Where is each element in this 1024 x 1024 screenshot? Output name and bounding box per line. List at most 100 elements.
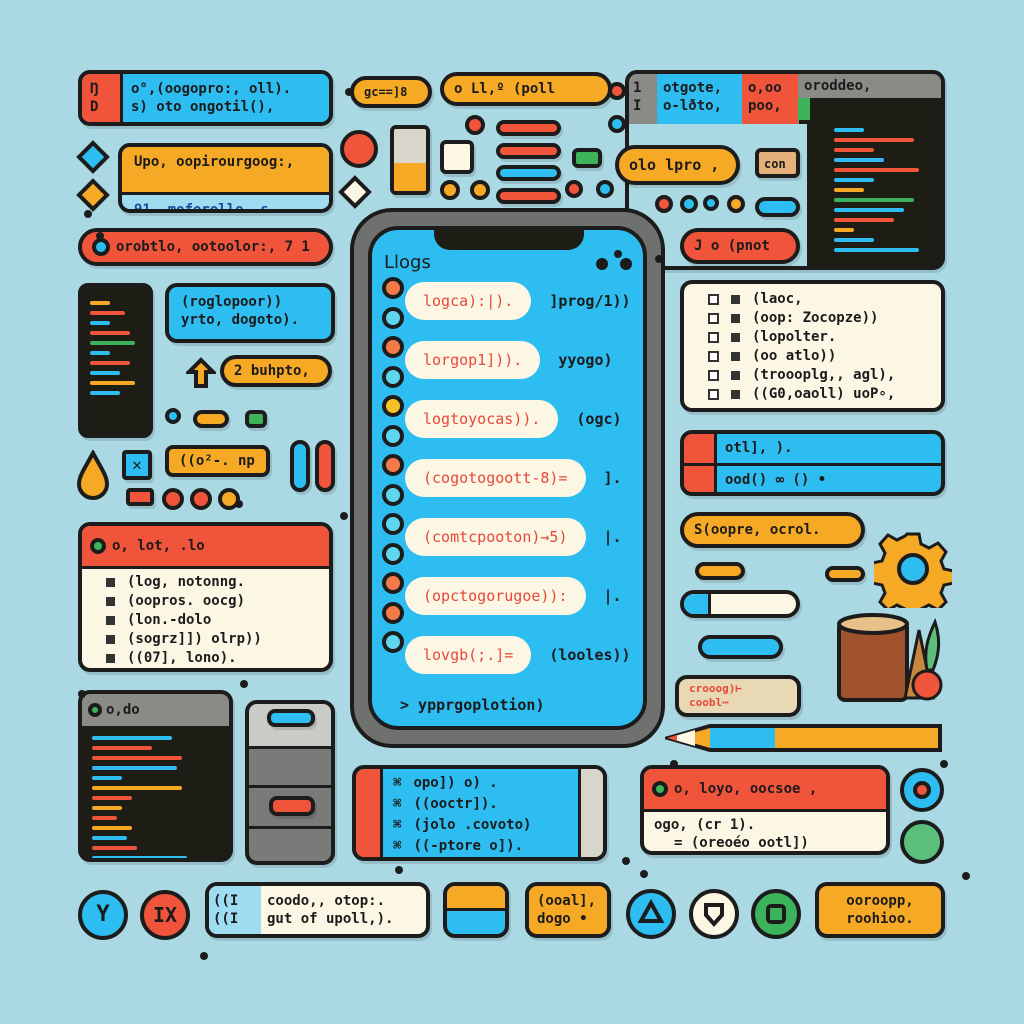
dice-icon: [440, 140, 474, 174]
blue-pill-button[interactable]: [755, 197, 800, 217]
decorative-dot: [614, 250, 622, 258]
status-dot-icon: [92, 238, 110, 256]
checklist-item[interactable]: (oop: Zocopze)): [708, 309, 941, 328]
item-text: ((G0,oaoll) uoP∘,: [752, 386, 896, 402]
checkbox-icon[interactable]: [708, 389, 719, 400]
action-button[interactable]: 2 buhpto,: [220, 355, 332, 387]
checkbox-icon[interactable]: [708, 370, 719, 381]
toggle-switch[interactable]: [572, 148, 602, 168]
tab-blue[interactable]: otgote,o-lðto,: [657, 74, 742, 124]
red-pill-button[interactable]: J o (pnot: [680, 228, 800, 264]
list-item[interactable]: ((07], lono).: [106, 649, 329, 668]
checklist-item[interactable]: ((G0,oaoll) uoP∘,: [708, 385, 941, 404]
list-row[interactable]: otl], ).: [725, 440, 793, 456]
radio-dot[interactable]: [218, 488, 240, 510]
green-button[interactable]: [900, 820, 944, 864]
code-list-box: ⌘opo]) o) .⌘((ooctr]).⌘(jolo .covoto)⌘((…: [352, 765, 607, 861]
bullet-icon: [731, 390, 740, 399]
menu-dot[interactable]: [596, 258, 608, 270]
ix-button[interactable]: IX: [140, 890, 190, 940]
blue-pill-button[interactable]: [698, 635, 783, 659]
info-card: Upo, oopirourgoog:, 91. moforollo, s: [118, 143, 333, 213]
chat-icon: [245, 410, 267, 428]
log-entry[interactable]: logca):|).]prog/1)): [405, 282, 631, 320]
decorative-dot: [395, 866, 403, 874]
checklist-item[interactable]: (troooplg,, agl),: [708, 366, 941, 385]
list-view-icon[interactable]: [443, 882, 509, 938]
tab-label: o,oo: [748, 80, 782, 96]
list-row[interactable]: ood() ∞ () •: [725, 472, 827, 488]
checkbox-icon[interactable]: [708, 294, 719, 305]
toggle-pill[interactable]: gc==]8: [350, 76, 432, 108]
radio-dot[interactable]: [440, 180, 460, 200]
radio-dot[interactable]: [162, 488, 184, 510]
checkbox-icon[interactable]: [708, 351, 719, 362]
list-item[interactable]: (log, notonng.: [106, 573, 329, 592]
pill-button[interactable]: [695, 562, 745, 580]
tag-box[interactable]: ((o²-. np: [165, 445, 270, 477]
vertical-slider[interactable]: [315, 440, 335, 492]
tab-gray[interactable]: oroddeo,: [798, 74, 941, 98]
checkbox-icon[interactable]: [708, 332, 719, 343]
list-item[interactable]: (lon.-dolo: [106, 611, 329, 630]
record-button[interactable]: [900, 768, 944, 812]
pill-button[interactable]: [825, 566, 865, 582]
list-item[interactable]: (oopros. oocg): [106, 592, 329, 611]
gear-icon[interactable]: [874, 530, 952, 608]
triangle-button-icon[interactable]: [625, 888, 677, 940]
stop-icon[interactable]: [126, 488, 154, 506]
item-text: (sogrz]]) olrp)): [127, 631, 262, 647]
menu-dot[interactable]: [620, 258, 632, 270]
decorative-dot: [670, 760, 678, 768]
timeline-dot: [382, 395, 404, 417]
record-button[interactable]: [340, 130, 378, 168]
list-item[interactable]: ⌘(jolo .covoto): [393, 815, 568, 836]
slider-track[interactable]: [496, 188, 561, 204]
slider-track[interactable]: [496, 165, 561, 181]
checkbox-icon[interactable]: [708, 313, 719, 324]
radio-dot[interactable]: [608, 82, 626, 100]
slider-track[interactable]: [496, 143, 561, 159]
vertical-slider[interactable]: [290, 440, 310, 492]
output-line: coodo,, otop:.: [267, 893, 386, 909]
prefix: ((I: [213, 893, 239, 909]
search-input[interactable]: [680, 590, 800, 618]
grip-icon: ⌘: [393, 838, 402, 854]
radio-dot[interactable]: [596, 180, 614, 198]
radio-dot[interactable]: [470, 180, 490, 200]
red-status-bar[interactable]: orobtlo, ootoolor:, 7 1: [78, 228, 333, 266]
log-entry[interactable]: (comtcpooton)→5)|.: [405, 518, 622, 556]
checklist-item[interactable]: (laoc,: [708, 290, 941, 309]
con-button[interactable]: con: [755, 148, 800, 178]
log-entry[interactable]: lovgb(;.]=(looles)): [405, 636, 631, 674]
status-pill[interactable]: o Ll,º (poll: [440, 72, 612, 106]
card-header: Upo, oopirourgoog:,: [122, 147, 329, 195]
radio-dot[interactable]: [190, 488, 212, 510]
red-button[interactable]: [269, 796, 315, 816]
bullet-icon: [106, 654, 115, 663]
close-box-icon[interactable]: ✕: [122, 450, 152, 480]
checklist-item[interactable]: (lopolter.: [708, 328, 941, 347]
slider-track[interactable]: [496, 120, 561, 136]
radio-dot[interactable]: [608, 115, 626, 133]
radio-dot[interactable]: [465, 115, 485, 135]
device-icon: [390, 125, 430, 195]
list-item[interactable]: (sogrz]]) olrp)): [106, 630, 329, 649]
log-entry[interactable]: (cogotogoott-8)=].: [405, 459, 622, 497]
log-entry[interactable]: lorgop1])).yyogo): [405, 341, 613, 379]
display-slot: [267, 709, 315, 727]
list-item[interactable]: ⌘opo]) o) .: [393, 773, 568, 794]
node-button-icon[interactable]: [750, 888, 802, 940]
y-button[interactable]: Y: [78, 890, 128, 940]
checklist-item[interactable]: (oo atlo)): [708, 347, 941, 366]
log-entry[interactable]: logtoyocas)).(ogc): [405, 400, 622, 438]
list-item[interactable]: ⌘((-ptore o]).: [393, 836, 568, 857]
phone-title: Llogs: [384, 252, 431, 273]
list-item[interactable]: ⌘((ooctr]).: [393, 794, 568, 815]
item-text: (lopolter.: [752, 329, 837, 345]
pencil-icon: [665, 724, 942, 752]
shield-button-icon[interactable]: [688, 888, 740, 940]
log-entry[interactable]: (opctogorugoe)):|.: [405, 577, 622, 615]
radio-dot[interactable]: [565, 180, 583, 198]
